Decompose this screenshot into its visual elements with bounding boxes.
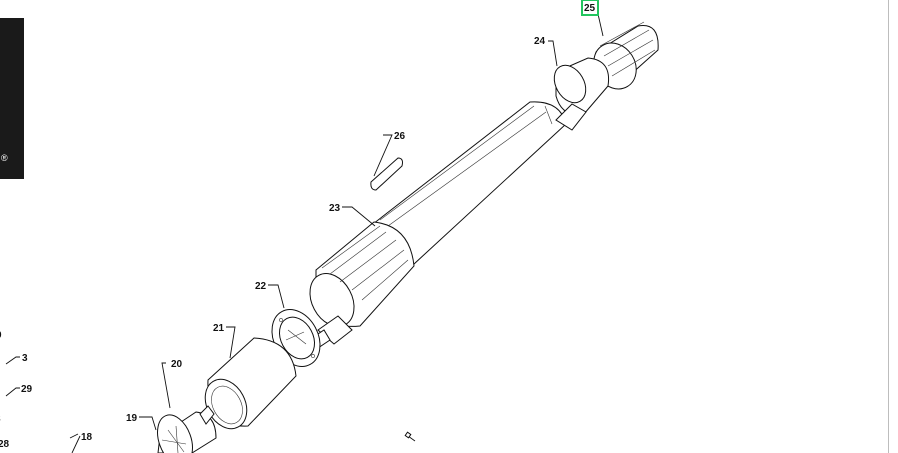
callout-0-partial[interactable]: 0 (0, 330, 2, 341)
callout-28[interactable]: 28 (0, 439, 10, 450)
callout-21[interactable]: 21 (213, 323, 225, 334)
registered-mark: ® (1, 153, 8, 163)
part-24-collar[interactable] (548, 57, 610, 116)
part-23-main-tube[interactable] (301, 101, 587, 349)
part-26-label-plate[interactable] (370, 157, 403, 191)
callout-3[interactable]: 3 (22, 353, 28, 364)
leader-lines (5, 13, 604, 453)
callout-29[interactable]: 29 (21, 384, 33, 395)
screw[interactable] (404, 431, 416, 442)
callout-25-highlight (581, 0, 599, 16)
callout-19[interactable]: 19 (126, 413, 138, 424)
callout-20[interactable]: 20 (171, 359, 183, 370)
page-edge-line (888, 0, 889, 453)
sidebar-strip: ® (0, 18, 24, 179)
callout-23[interactable]: 23 (329, 203, 341, 214)
part-25-end-cap[interactable] (585, 21, 659, 97)
callout-26[interactable]: 26 (394, 131, 406, 142)
callout-24[interactable]: 24 (534, 36, 546, 47)
callout-25[interactable]: 25 (584, 3, 596, 14)
callout-8-partial[interactable]: 8 (0, 414, 1, 425)
callout-22[interactable]: 22 (255, 281, 267, 292)
callout-18[interactable]: 18 (81, 432, 93, 443)
part-20-impeller[interactable] (151, 405, 217, 453)
